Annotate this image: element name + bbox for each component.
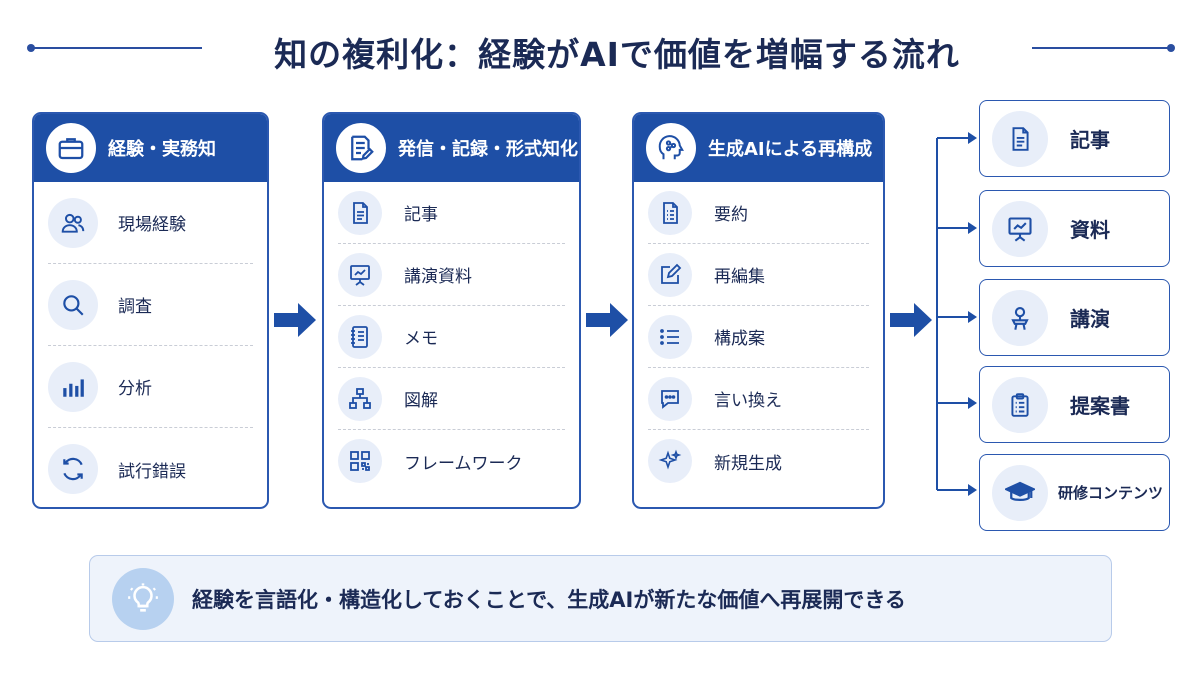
title-decoration-line-right [1032,47,1172,49]
list-icon [648,314,692,359]
list-item-label: 調査 [118,297,152,317]
list-item: 再編集 [648,244,869,306]
flow-arrow [272,300,318,340]
column-header-label: 経験・実務知 [108,139,216,160]
list-item: 分析 [48,346,253,428]
output-card: 研修コンテンツ [979,454,1170,531]
output-connector [930,120,980,510]
title-decoration-line-left [30,47,202,49]
search-icon [48,279,98,330]
flow-arrow [888,300,934,340]
ai-head-icon [646,123,696,173]
title-decoration-dot-right [1167,44,1175,52]
column-experience: 経験・実務知 現場経験 調査 分析 試行錯誤 [32,112,269,509]
list-item: 新規生成 [648,430,869,492]
list-item: 調査 [48,264,253,346]
output-card: 資料 [979,190,1170,267]
output-card: 記事 [979,100,1170,177]
list-item-label: 試行錯誤 [118,461,186,482]
grid-icon [338,439,382,483]
page-title: 知の複利化：経験がAIで価値を増幅する流れ [274,35,960,74]
refresh-icon [48,444,98,494]
microphone-icon [992,289,1048,346]
graduation-cap-icon [992,464,1048,521]
output-card: 講演 [979,279,1170,356]
edit-icon [648,252,692,297]
list-item: 記事 [338,182,565,244]
chat-icon [648,376,692,421]
list-item: 試行錯誤 [48,428,253,507]
column-header: 発信・記録・形式知化 [324,114,579,182]
list-item: 図解 [338,368,565,430]
people-icon [48,197,98,248]
list-item: メモ [338,306,565,368]
summary-doc-icon [648,190,692,235]
document-pen-icon [336,123,386,173]
list-item-label: 記事 [404,205,438,225]
notebook-icon [338,314,382,359]
list-item: 現場経験 [48,182,253,264]
column-header: 生成AIによる再構成 [634,114,883,182]
column-header-label: 発信・記録・形式知化 [398,139,578,160]
list-item-label: 要約 [714,205,748,225]
bar-chart-icon [48,361,98,412]
output-label: 研修コンテンツ [1058,484,1164,502]
summary-text: 経験を言語化・構造化しておくことで、生成AIが新たな価値へ再展開できる [192,587,906,612]
list-item: フレームワーク [338,430,565,492]
flow-arrow [584,300,630,340]
presentation-icon [338,252,382,297]
output-label: 講演 [1070,307,1110,331]
column-ai-restructure: 生成AIによる再構成 要約 再編集 構成案 言い換え [632,112,885,509]
output-label: 記事 [1070,128,1110,152]
list-item-label: 新規生成 [714,453,782,474]
list-item-label: 講演資料 [404,267,472,287]
column-formalization: 発信・記録・形式知化 記事 講演資料 メモ 図解 [322,112,581,509]
column-header-label: 生成AIによる再構成 [708,139,873,160]
presentation-icon [992,200,1048,257]
list-item-label: 分析 [118,379,152,399]
list-item: 構成案 [648,306,869,368]
output-card: 提案書 [979,366,1170,443]
sparkle-icon [648,439,692,483]
document-icon [338,190,382,235]
list-item-label: 再編集 [714,267,765,287]
document-icon [992,110,1048,167]
column-header: 経験・実務知 [34,114,267,182]
lightbulb-icon [112,567,174,630]
list-item-label: 構成案 [714,329,765,349]
list-item: 言い換え [648,368,869,430]
title-row: 知の複利化：経験がAIで価値を増幅する流れ [0,22,1200,74]
output-label: 提案書 [1070,394,1130,418]
list-item: 講演資料 [338,244,565,306]
list-item-label: 図解 [404,391,438,411]
list-item-label: フレームワーク [404,453,523,474]
hierarchy-icon [338,376,382,421]
briefcase-icon [46,123,96,173]
list-item: 要約 [648,182,869,244]
list-item-label: 言い換え [714,391,782,411]
list-item-label: 現場経験 [118,215,186,235]
clipboard-icon [992,376,1048,433]
list-item-label: メモ [404,329,438,349]
summary-banner: 経験を言語化・構造化しておくことで、生成AIが新たな価値へ再展開できる [89,555,1112,642]
output-label: 資料 [1070,218,1110,242]
